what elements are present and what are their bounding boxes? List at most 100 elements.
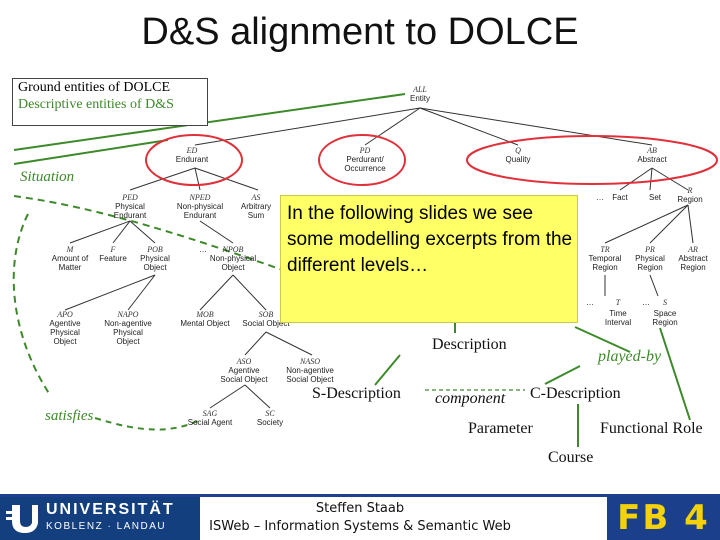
- svg-text:Society: Society: [257, 418, 283, 427]
- slide-title: D&S alignment to DOLCE: [141, 11, 579, 53]
- svg-text:Object: Object: [143, 263, 167, 272]
- svg-text:POB: POB: [146, 245, 163, 254]
- svg-text:AS: AS: [251, 193, 261, 202]
- svg-text:Region: Region: [652, 318, 677, 327]
- svg-text:Abstract: Abstract: [637, 155, 667, 164]
- svg-text:NPOB: NPOB: [222, 245, 244, 254]
- svg-text:Social Agent: Social Agent: [188, 418, 233, 427]
- svg-text:ED: ED: [186, 146, 198, 155]
- svg-text:AB: AB: [646, 146, 657, 155]
- svg-text:Occurrence: Occurrence: [344, 164, 386, 173]
- svg-text:ALL: ALL: [412, 85, 427, 94]
- svg-text:PED: PED: [121, 193, 138, 202]
- svg-text:Perdurant/: Perdurant/: [346, 155, 384, 164]
- svg-text:Physical: Physical: [115, 202, 145, 211]
- svg-text:Physical: Physical: [113, 328, 143, 337]
- node-set: Set: [649, 193, 662, 202]
- svg-text:Temporal: Temporal: [589, 254, 622, 263]
- footer-author: Steffen Staab: [315, 501, 405, 516]
- svg-text:…: …: [586, 298, 594, 307]
- ds-s-description: S-Description: [312, 385, 401, 402]
- svg-text:NAPO: NAPO: [117, 310, 139, 319]
- svg-text:NPED: NPED: [189, 193, 211, 202]
- callout-box: In the following slides we see some mode…: [280, 195, 578, 323]
- svg-text:Interval: Interval: [605, 318, 631, 327]
- ds-c-description: C-Description: [530, 385, 621, 402]
- ds-functional-role: Functional Role: [600, 420, 703, 437]
- svg-text:Object: Object: [53, 337, 77, 346]
- svg-text:Physical: Physical: [50, 328, 80, 337]
- svg-text:…: …: [199, 245, 207, 254]
- svg-text:ASO: ASO: [236, 357, 252, 366]
- svg-text:…: …: [642, 298, 650, 307]
- played-by-label: played-by: [598, 348, 662, 365]
- university-location: KOBLENZ · LANDAU: [46, 521, 167, 532]
- university-logo: UNIVERSITÄT KOBLENZ · LANDAU: [0, 497, 200, 540]
- svg-text:Region: Region: [637, 263, 662, 272]
- svg-text:SAG: SAG: [203, 409, 218, 418]
- svg-text:Arbitrary: Arbitrary: [241, 202, 271, 211]
- svg-text:APO: APO: [56, 310, 73, 319]
- svg-text:Non-agentive: Non-agentive: [104, 319, 152, 328]
- svg-text:Object: Object: [116, 337, 140, 346]
- node-fact: … Fact: [596, 193, 629, 202]
- ds-parameter: Parameter: [468, 420, 533, 437]
- svg-text:M: M: [66, 245, 75, 254]
- perdurant-highlight: [318, 134, 406, 186]
- svg-text:Time: Time: [609, 309, 627, 318]
- svg-text:Quality: Quality: [506, 155, 531, 164]
- svg-text:Matter: Matter: [59, 263, 82, 272]
- svg-text:Region: Region: [677, 195, 702, 204]
- svg-text:Sum: Sum: [248, 211, 265, 220]
- svg-text:S: S: [663, 298, 667, 307]
- svg-text:PR: PR: [644, 245, 655, 254]
- svg-text:Social Object: Social Object: [220, 375, 268, 384]
- ds-course: Course: [548, 449, 594, 466]
- svg-text:TR: TR: [600, 245, 609, 254]
- svg-text:F: F: [110, 245, 116, 254]
- svg-text:Non-physical: Non-physical: [177, 202, 223, 211]
- svg-text:Entity: Entity: [410, 94, 430, 103]
- svg-text:Region: Region: [680, 263, 705, 272]
- svg-text:Fact: Fact: [612, 193, 628, 202]
- ds-description: Description: [432, 336, 507, 353]
- ds-alignment-links: [12, 93, 691, 447]
- svg-text:Feature: Feature: [99, 254, 127, 263]
- svg-text:Agentive: Agentive: [49, 319, 81, 328]
- svg-text:Physical: Physical: [140, 254, 170, 263]
- ds-component: component: [435, 390, 506, 407]
- svg-text:Endurant: Endurant: [184, 211, 217, 220]
- svg-text:Abstract: Abstract: [678, 254, 708, 263]
- svg-text:SOB: SOB: [259, 310, 274, 319]
- svg-text:R: R: [687, 186, 693, 195]
- quality-abstract-highlight: [466, 135, 718, 185]
- legend-descriptive-entities: Descriptive entities of D&S: [18, 97, 174, 112]
- svg-text:Q: Q: [515, 146, 521, 155]
- svg-text:Physical: Physical: [635, 254, 665, 263]
- svg-text:…: …: [596, 193, 604, 202]
- university-name: UNIVERSITÄT: [46, 501, 175, 518]
- legend-ground-entities: Ground entities of DOLCE: [18, 80, 171, 95]
- footer-group: ISWeb – Information Systems & Semantic W…: [209, 519, 511, 534]
- legend-box: Ground entities of DOLCE Descriptive ent…: [12, 78, 208, 126]
- fb4-logo: FB 4: [607, 497, 720, 540]
- svg-text:Agentive: Agentive: [228, 366, 260, 375]
